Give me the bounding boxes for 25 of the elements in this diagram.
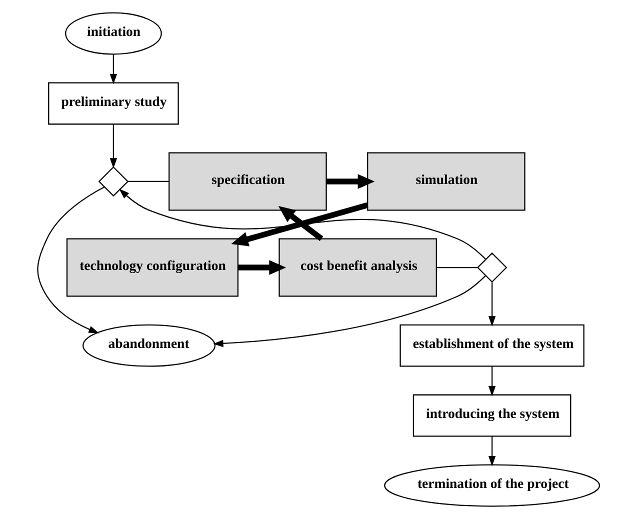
- arrow: [326, 174, 374, 189]
- node-box: cost benefit analysis: [278, 238, 436, 297]
- arrow: [488, 366, 496, 396]
- connector: [128, 180, 168, 182]
- node-diamond: [98, 166, 128, 197]
- node-box: specification: [168, 152, 326, 211]
- arrow: [488, 436, 496, 466]
- node-box: simulation: [366, 152, 525, 211]
- arrow: [109, 54, 117, 84]
- node-box: introducing the system: [412, 394, 571, 437]
- node-diamond: [476, 252, 507, 283]
- arrow: [230, 202, 368, 246]
- node-ellipse: termination of the project: [384, 464, 600, 507]
- arrow: [118, 188, 486, 260]
- arrow: [278, 206, 323, 242]
- arrow: [36, 186, 104, 334]
- arrow: [488, 282, 496, 326]
- arrow: [109, 124, 117, 168]
- connector: [436, 266, 477, 268]
- node-box: technology configuration: [66, 238, 238, 297]
- node-box: establishment of the system: [399, 324, 584, 367]
- arrow: [212, 275, 486, 348]
- arrow: [238, 260, 286, 275]
- node-box: preliminary study: [48, 82, 178, 125]
- node-ellipse: initiation: [64, 12, 162, 55]
